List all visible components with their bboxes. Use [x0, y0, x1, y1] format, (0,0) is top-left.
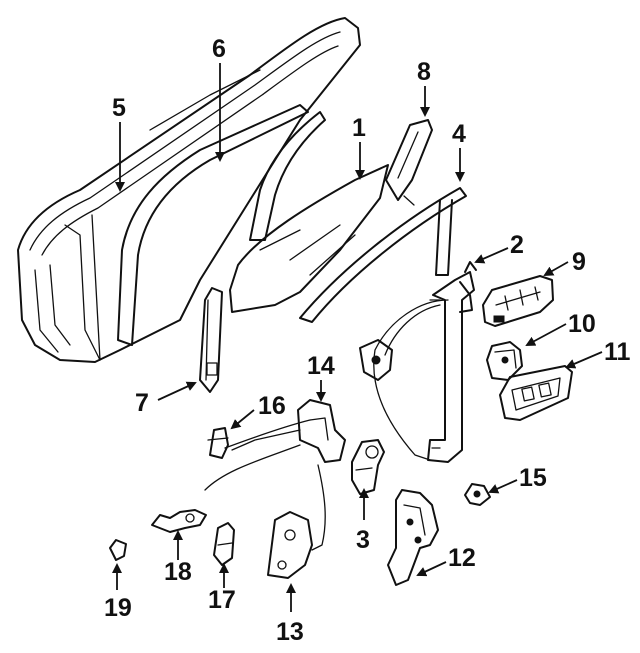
- callout-labels: 1 2 3 4 5 6 7 8 9 10 11 12 13 14 15 16 1…: [104, 35, 631, 646]
- callout-18: 18: [164, 558, 192, 586]
- callout-11: 11: [604, 338, 631, 366]
- callout-15: 15: [519, 464, 547, 492]
- callout-4: 4: [452, 120, 466, 148]
- front-channel: [199, 287, 223, 393]
- callout-2: 2: [510, 231, 524, 259]
- callout-16: 16: [258, 392, 286, 420]
- latch-bracket: [267, 511, 313, 579]
- division-bar: [385, 119, 433, 206]
- small-bracket: [213, 522, 235, 566]
- window-regulator: [359, 261, 477, 463]
- glass-run-channel: [91, 104, 326, 361]
- door-glass: [229, 164, 389, 313]
- switch-bezel: [499, 365, 573, 421]
- small-clip: [109, 539, 127, 561]
- callout-1: 1: [352, 114, 366, 142]
- belt-weatherstrip: [299, 187, 467, 323]
- leader-lines: [112, 63, 603, 612]
- callout-5: 5: [112, 94, 126, 122]
- door-latch: [387, 489, 439, 586]
- regulator-motor: [351, 439, 385, 495]
- lock-link: [151, 509, 207, 533]
- callout-19: 19: [104, 594, 132, 622]
- callout-14: 14: [307, 352, 335, 380]
- door-lock-actuator: [231, 399, 346, 551]
- callout-13: 13: [276, 618, 304, 646]
- callout-7: 7: [135, 389, 149, 417]
- callout-8: 8: [417, 58, 431, 86]
- inside-handle: [482, 275, 554, 327]
- callout-3: 3: [356, 526, 370, 554]
- callout-10: 10: [568, 310, 596, 338]
- rod-clip: [464, 483, 491, 506]
- door-frame: [17, 17, 361, 363]
- callout-17: 17: [208, 586, 236, 614]
- callout-6: 6: [212, 35, 226, 63]
- lock-rod: [204, 419, 311, 491]
- handle-bezel: [486, 341, 523, 381]
- callout-9: 9: [572, 248, 586, 276]
- callout-12: 12: [448, 544, 476, 572]
